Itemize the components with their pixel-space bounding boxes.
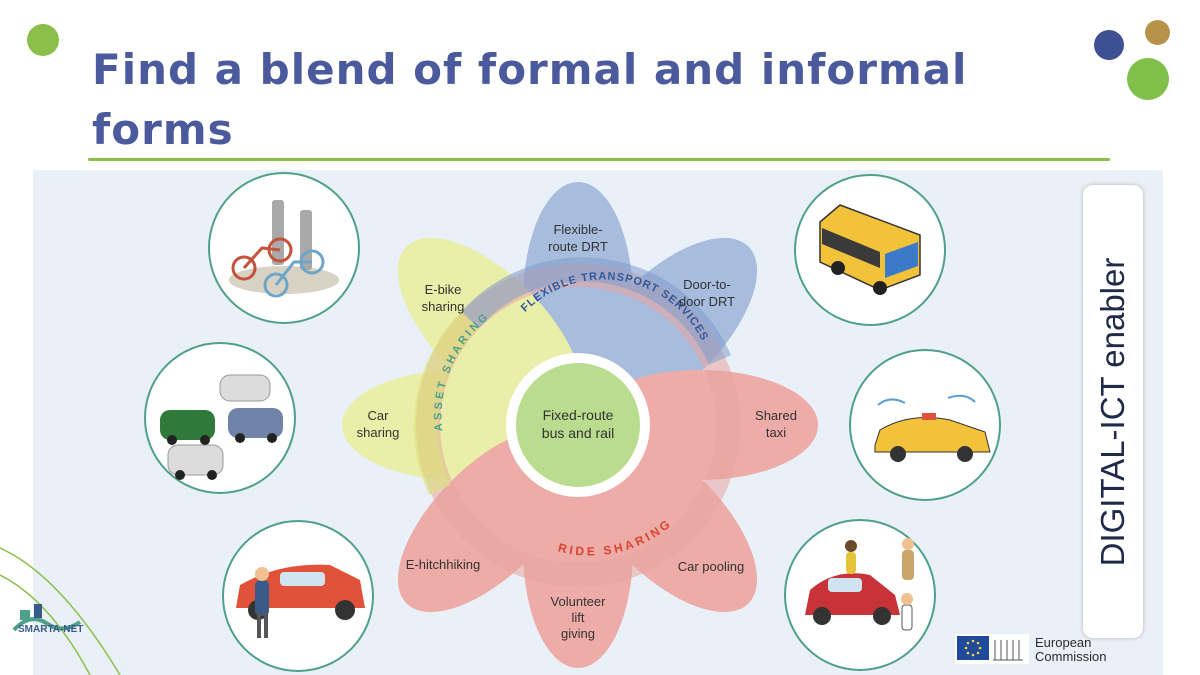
taxi-circle — [849, 349, 1001, 501]
decor-dot-green-right — [1127, 58, 1169, 100]
petal-label-flexible-route-2: route DRT — [548, 239, 608, 254]
petal-label-e-hitchhiking: E-hitchhiking — [406, 557, 480, 572]
bike-sharing-circle — [208, 172, 360, 324]
ring-arc-asset — [413, 311, 479, 496]
bus-icon — [819, 204, 921, 295]
petal-label-door-to-door-2: door DRT — [679, 294, 735, 309]
bike-sharing-icon — [229, 200, 339, 298]
title-underline — [88, 158, 1110, 161]
digital-ict-enabler-box: DIGITAL-ICT enabler — [1083, 185, 1143, 638]
center-circle — [516, 363, 640, 487]
petal-label-car-sharing-2: sharing — [357, 425, 400, 440]
car-pool-circle — [784, 519, 936, 671]
petal-label-volunteer-1: Volunteer — [551, 594, 607, 609]
car-pool-people-icon — [805, 538, 914, 631]
bus-circle — [794, 174, 946, 326]
digital-ict-enabler-label: DIGITAL-ICT enabler — [1094, 257, 1131, 566]
petal-label-volunteer-2: lift — [572, 610, 585, 625]
smarta-net-label: SMARTA-NET — [18, 624, 84, 635]
corner-lines — [0, 547, 121, 675]
parked-cars-icon — [160, 374, 283, 480]
petal-label-car-pooling: Car pooling — [678, 559, 745, 574]
smarta-net-logo — [12, 604, 82, 632]
decor-dot-blue — [1094, 30, 1124, 60]
ring-arc-flexible — [461, 257, 732, 365]
parked-cars-circle — [144, 342, 296, 494]
petal-label-car-sharing-1: Car — [368, 408, 390, 423]
ec-flag-icon — [955, 634, 1029, 664]
center-label-1: Fixed-route — [543, 407, 614, 423]
petal-label-e-bike-1: E-bike — [425, 282, 462, 297]
petal-label-e-bike-2: sharing — [422, 299, 465, 314]
petal-label-shared-taxi-1: Shared — [755, 408, 797, 423]
petal-label-door-to-door-1: Door-to- — [683, 277, 731, 292]
ec-label-line2: Commission — [1035, 649, 1107, 664]
taxi-icon — [874, 394, 991, 462]
petal-label-volunteer-3: giving — [561, 626, 595, 641]
decor-dot-brown — [1145, 20, 1170, 45]
ec-label: European Commission — [1035, 636, 1107, 664]
hitchhiker-car-icon — [236, 564, 365, 638]
decor-dot-green-left — [27, 24, 59, 56]
ec-label-line1: European — [1035, 635, 1092, 650]
center-label-2: bus and rail — [542, 425, 614, 441]
hitchhiker-circle — [222, 520, 374, 672]
petal-label-flexible-route-1: Flexible- — [553, 222, 602, 237]
petal-label-shared-taxi-2: taxi — [766, 425, 786, 440]
european-commission-logo: European Commission — [935, 628, 1115, 668]
title-line-1: Find a blend of formal and informal form… — [92, 45, 968, 154]
